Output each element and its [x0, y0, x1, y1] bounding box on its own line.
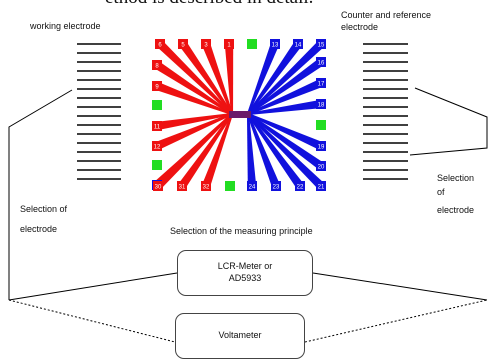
electrode-trace [247, 113, 304, 189]
electrode-pad [155, 39, 165, 49]
electrode-pad [201, 181, 211, 191]
electrode-trace [247, 40, 324, 115]
selection-of-electrode-left: Selection of electrode [20, 204, 68, 234]
left-electrode-lines [77, 43, 121, 180]
electrode-trace [247, 113, 324, 189]
pad-number: 31 [179, 185, 186, 191]
electrode-trace [247, 99, 322, 116]
pad-number: 22 [297, 185, 304, 191]
electrode-trace [224, 43, 234, 115]
unused-pad [152, 100, 162, 110]
pad-number: 11 [154, 125, 161, 131]
unused-pad [225, 181, 235, 191]
pad-number: 12 [154, 145, 161, 151]
electrode-pad [316, 39, 326, 49]
electrode-pad [316, 99, 326, 109]
electrode-trace [247, 79, 323, 115]
electrode-trace [247, 113, 323, 150]
electrode-pad [177, 181, 187, 191]
electrode-pad [247, 181, 257, 191]
electrode-trace [247, 58, 324, 115]
electrode-pad [201, 39, 211, 49]
pad-number: 18 [318, 103, 325, 109]
electrode-pad [316, 78, 326, 88]
electrode-pad [153, 181, 163, 191]
electrode-trace [155, 113, 233, 150]
electrode-trace [202, 113, 233, 188]
volt-link-right [304, 299, 488, 343]
pad-number: 15 [318, 43, 325, 49]
pad-number: 16 [318, 61, 325, 67]
pad-number: 5 [181, 43, 185, 49]
voltameter-box: Voltameter [175, 313, 305, 359]
electrode-trace [247, 113, 324, 170]
working-electrode-label: working electrode [30, 21, 101, 31]
caption-fragment: ethod is described in detail. [0, 0, 488, 20]
pad-number: 30 [155, 185, 162, 191]
electrode-pad [152, 121, 162, 131]
electrode-pad [295, 181, 305, 191]
pad-number: 19 [318, 145, 325, 151]
pad-number: 9 [155, 85, 159, 91]
unused-pad [247, 39, 257, 49]
right-electrode-lines [363, 43, 408, 180]
electrode-trace [179, 41, 233, 115]
electrode-trace [157, 40, 233, 115]
unused-pad [316, 120, 326, 130]
electrode-trace [247, 113, 280, 188]
electrode-pad [152, 81, 162, 91]
electrode-pad [293, 39, 303, 49]
electrode-pad [316, 141, 326, 151]
measuring-principle-label: Selection of the measuring principle [170, 226, 313, 236]
electrode-trace [202, 42, 233, 115]
unused-pad [152, 160, 162, 170]
pad-number: 20 [318, 165, 325, 171]
pad-number: 32 [203, 185, 210, 191]
electrode-trace [155, 82, 233, 115]
electrode-pad [152, 60, 162, 70]
electrode-traces [154, 40, 324, 190]
electrode-pad [316, 57, 326, 67]
pad-number: 17 [318, 82, 325, 88]
pad-number: 23 [273, 185, 280, 191]
electrode-trace [247, 42, 279, 115]
electrode-trace [156, 112, 233, 131]
electrode-trace [247, 41, 302, 115]
electrode-trace [246, 113, 257, 187]
pad-number: 14 [295, 43, 302, 49]
pad-number: 13 [272, 43, 279, 49]
lcr-link-right [312, 272, 488, 301]
left-bracket-line [8, 89, 73, 300]
central-sensor-area [229, 111, 251, 118]
electrode-pads: 6531131415891112201617181920303132242322… [152, 39, 326, 191]
volt-link-left [8, 299, 176, 343]
pad-number: 24 [249, 185, 256, 191]
electrode-pad [152, 141, 162, 151]
electrode-pad [316, 181, 326, 191]
electrode-trace [155, 113, 233, 190]
electrode-trace [178, 113, 233, 189]
right-bracket-line [409, 87, 488, 156]
electrode-pad [178, 39, 188, 49]
electrode-pad [271, 181, 281, 191]
pad-number: 1 [227, 43, 231, 49]
electrode-pad [270, 39, 280, 49]
lcr-link-left [8, 272, 178, 301]
counter-reference-label: Counter and reference electrode [341, 10, 432, 33]
pad-number: 21 [318, 185, 325, 191]
pad-number: 8 [155, 64, 159, 70]
electrode-pad [316, 161, 326, 171]
selection-of-electrode-right: Selection of electrode [437, 173, 475, 215]
pad-number: 3 [204, 43, 208, 49]
connector-lines [8, 87, 488, 343]
electrode-pad [224, 39, 234, 49]
pad-number: 6 [158, 43, 162, 49]
electrode-trace [154, 61, 233, 115]
